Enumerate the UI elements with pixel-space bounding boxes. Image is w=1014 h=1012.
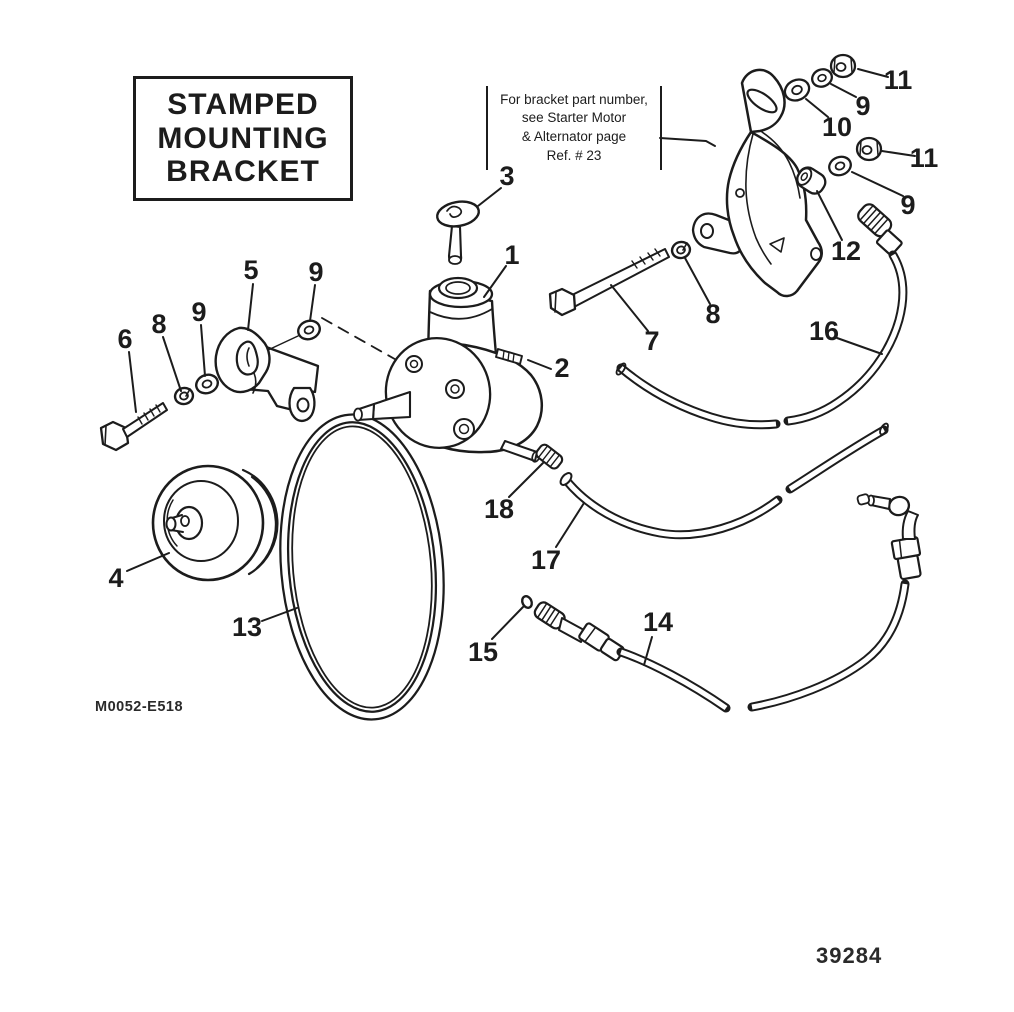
callout-leader-16: [836, 337, 883, 355]
alignment-dashed-line: [321, 317, 401, 363]
washer-10: [783, 78, 811, 102]
drawing-code: M0052-E518: [95, 699, 184, 715]
callout-leader-11: [857, 68, 889, 78]
callout-label-7: 7: [644, 326, 659, 356]
callout-leader-5: [247, 283, 254, 331]
callout-leader-9: [851, 171, 904, 197]
callout-leader-9: [200, 324, 206, 377]
callout-leader-1: [483, 265, 507, 298]
callout-leader-6: [128, 351, 137, 413]
callout-leader-3: [477, 187, 502, 207]
callout-label-14: 14: [643, 607, 673, 637]
bushing-12: [796, 166, 827, 195]
callout-label-11: 11: [910, 143, 939, 173]
callout-label-8: 8: [705, 299, 720, 329]
return-hose-16: [615, 203, 908, 430]
callout-label-6: 6: [117, 324, 132, 354]
callout-leader-2: [527, 359, 552, 370]
callout-leader-15: [491, 606, 524, 640]
callout-label-9: 9: [855, 91, 870, 121]
callout-label-4: 4: [108, 563, 123, 593]
callout-label-9: 9: [900, 190, 915, 220]
stamped-mounting-bracket: [691, 68, 823, 298]
washer-9-left: [195, 373, 219, 395]
callout-label-18: 18: [484, 494, 514, 524]
washer-9-top: [811, 68, 833, 88]
pulley: [151, 464, 279, 582]
callout-leader-8: [162, 336, 182, 392]
callout-label-2: 2: [554, 353, 569, 383]
callout-leader-11: [881, 150, 916, 157]
callout-label-15: 15: [468, 637, 498, 667]
callout-label-13: 13: [232, 612, 262, 642]
callout-leader-4: [126, 552, 170, 572]
callout-leader-18: [508, 462, 544, 498]
callout-label-9: 9: [191, 297, 206, 327]
pump-assembly: [353, 276, 544, 463]
callout-leader-14: [643, 636, 653, 666]
callout-label-12: 12: [831, 236, 861, 266]
callout-leader-12: [816, 190, 843, 241]
bolt-6: [99, 402, 168, 452]
callout-leader-9: [309, 284, 316, 322]
washer-9-mid: [297, 319, 321, 341]
drive-belt: [279, 413, 445, 721]
callout-leader-7: [610, 284, 649, 332]
fitting-18: [535, 443, 564, 470]
bolt-7: [548, 248, 670, 317]
nut-11-right: [855, 136, 883, 162]
filler-cap: [436, 200, 480, 265]
callout-label-9: 9: [308, 257, 323, 287]
callout-label-16: 16: [809, 316, 839, 346]
callout-label-11: 11: [884, 65, 913, 95]
callout-label-8: 8: [151, 309, 166, 339]
callout-leader-13: [261, 607, 298, 622]
pressure-hose-14: [520, 493, 922, 713]
washer-9-right: [828, 155, 852, 177]
callout-label-5: 5: [243, 255, 258, 285]
nut-11-top: [829, 53, 857, 79]
callout-label-10: 10: [822, 112, 852, 142]
callout-label-3: 3: [499, 161, 514, 191]
callout-leader-10: [805, 98, 829, 118]
fitting-stud-2: [495, 348, 523, 365]
callout-leader-8: [684, 257, 711, 305]
lock-washer-8-right: [670, 240, 692, 260]
hose-17: [559, 422, 889, 540]
callout-leader-17: [555, 502, 585, 548]
callout-label-1: 1: [504, 240, 519, 270]
callout-leader-9: [830, 83, 857, 98]
note-leader: [659, 137, 716, 147]
lock-washer-8-left: [173, 386, 195, 406]
stamped-bracket-label: STAMPED MOUNTING BRACKET: [133, 76, 353, 201]
o-ring-15: [520, 595, 534, 609]
figure-number: 39284: [816, 943, 883, 968]
callout-label-17: 17: [531, 545, 561, 575]
bracket-note: For bracket part number, see Starter Mot…: [486, 86, 662, 170]
pump-bracket: [214, 326, 320, 423]
